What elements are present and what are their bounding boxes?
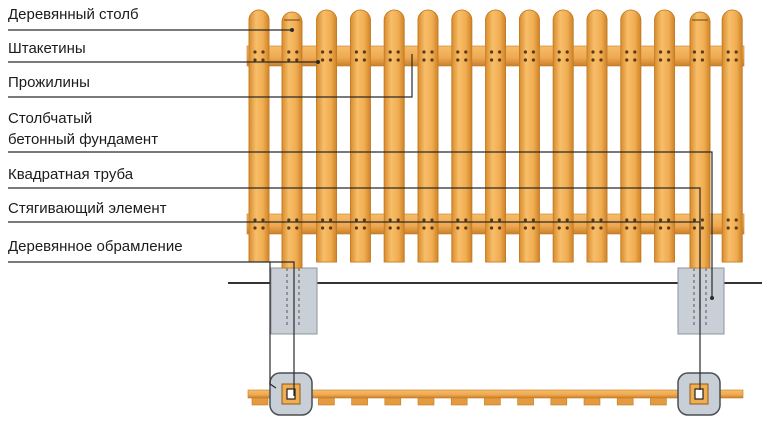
picket <box>620 9 642 263</box>
picket <box>485 9 506 263</box>
picket <box>721 9 743 263</box>
label-wood-frame: Деревянное обрамление <box>8 238 183 255</box>
label-tie-element: Стягивающий элемент <box>8 200 167 217</box>
picket <box>383 9 405 263</box>
plan-picket <box>517 397 534 406</box>
label-pickets: Штакетины <box>8 40 86 57</box>
leader-dots <box>290 28 714 300</box>
plan-pickets <box>251 397 667 406</box>
label-foundation: Столбчатый бетонный фундамент <box>8 110 158 149</box>
picket <box>316 9 337 263</box>
plan-tube-left <box>286 388 296 400</box>
leader-lines <box>8 29 713 396</box>
concrete-foundation-right <box>677 267 725 335</box>
plan-picket <box>550 397 568 406</box>
plan-picket <box>351 397 368 406</box>
plan-picket <box>616 397 634 406</box>
picket <box>519 9 540 263</box>
pickets-front <box>248 9 743 269</box>
picket <box>654 9 675 263</box>
plan-picket <box>251 397 269 406</box>
picket <box>417 9 439 263</box>
plan-picket <box>318 397 335 406</box>
label-square-tube: Квадратная труба <box>8 166 134 183</box>
plan-picket <box>450 397 468 406</box>
plan-picket <box>417 397 435 406</box>
plan-picket <box>484 397 501 406</box>
picket <box>586 9 608 263</box>
label-rails: Прожилины <box>8 74 90 91</box>
label-foundation-line2: бетонный фундамент <box>8 131 159 148</box>
plan-picket <box>384 397 402 406</box>
bolt-holes <box>253 50 738 230</box>
plan-picket <box>583 397 601 406</box>
plan-tube-right <box>694 388 704 400</box>
wooden-post <box>281 11 303 269</box>
picket <box>552 9 574 263</box>
plan-picket <box>650 397 667 406</box>
label-wooden-post: Деревянный столб <box>8 6 139 23</box>
embedded-tube-left <box>286 262 300 326</box>
wooden-post <box>689 11 711 269</box>
embedded-tube-right <box>693 262 707 326</box>
plan-rail <box>247 389 744 399</box>
picket <box>248 9 270 263</box>
picket <box>451 9 473 263</box>
picket <box>350 9 371 263</box>
label-foundation-line1: Столбчатый <box>8 110 93 127</box>
